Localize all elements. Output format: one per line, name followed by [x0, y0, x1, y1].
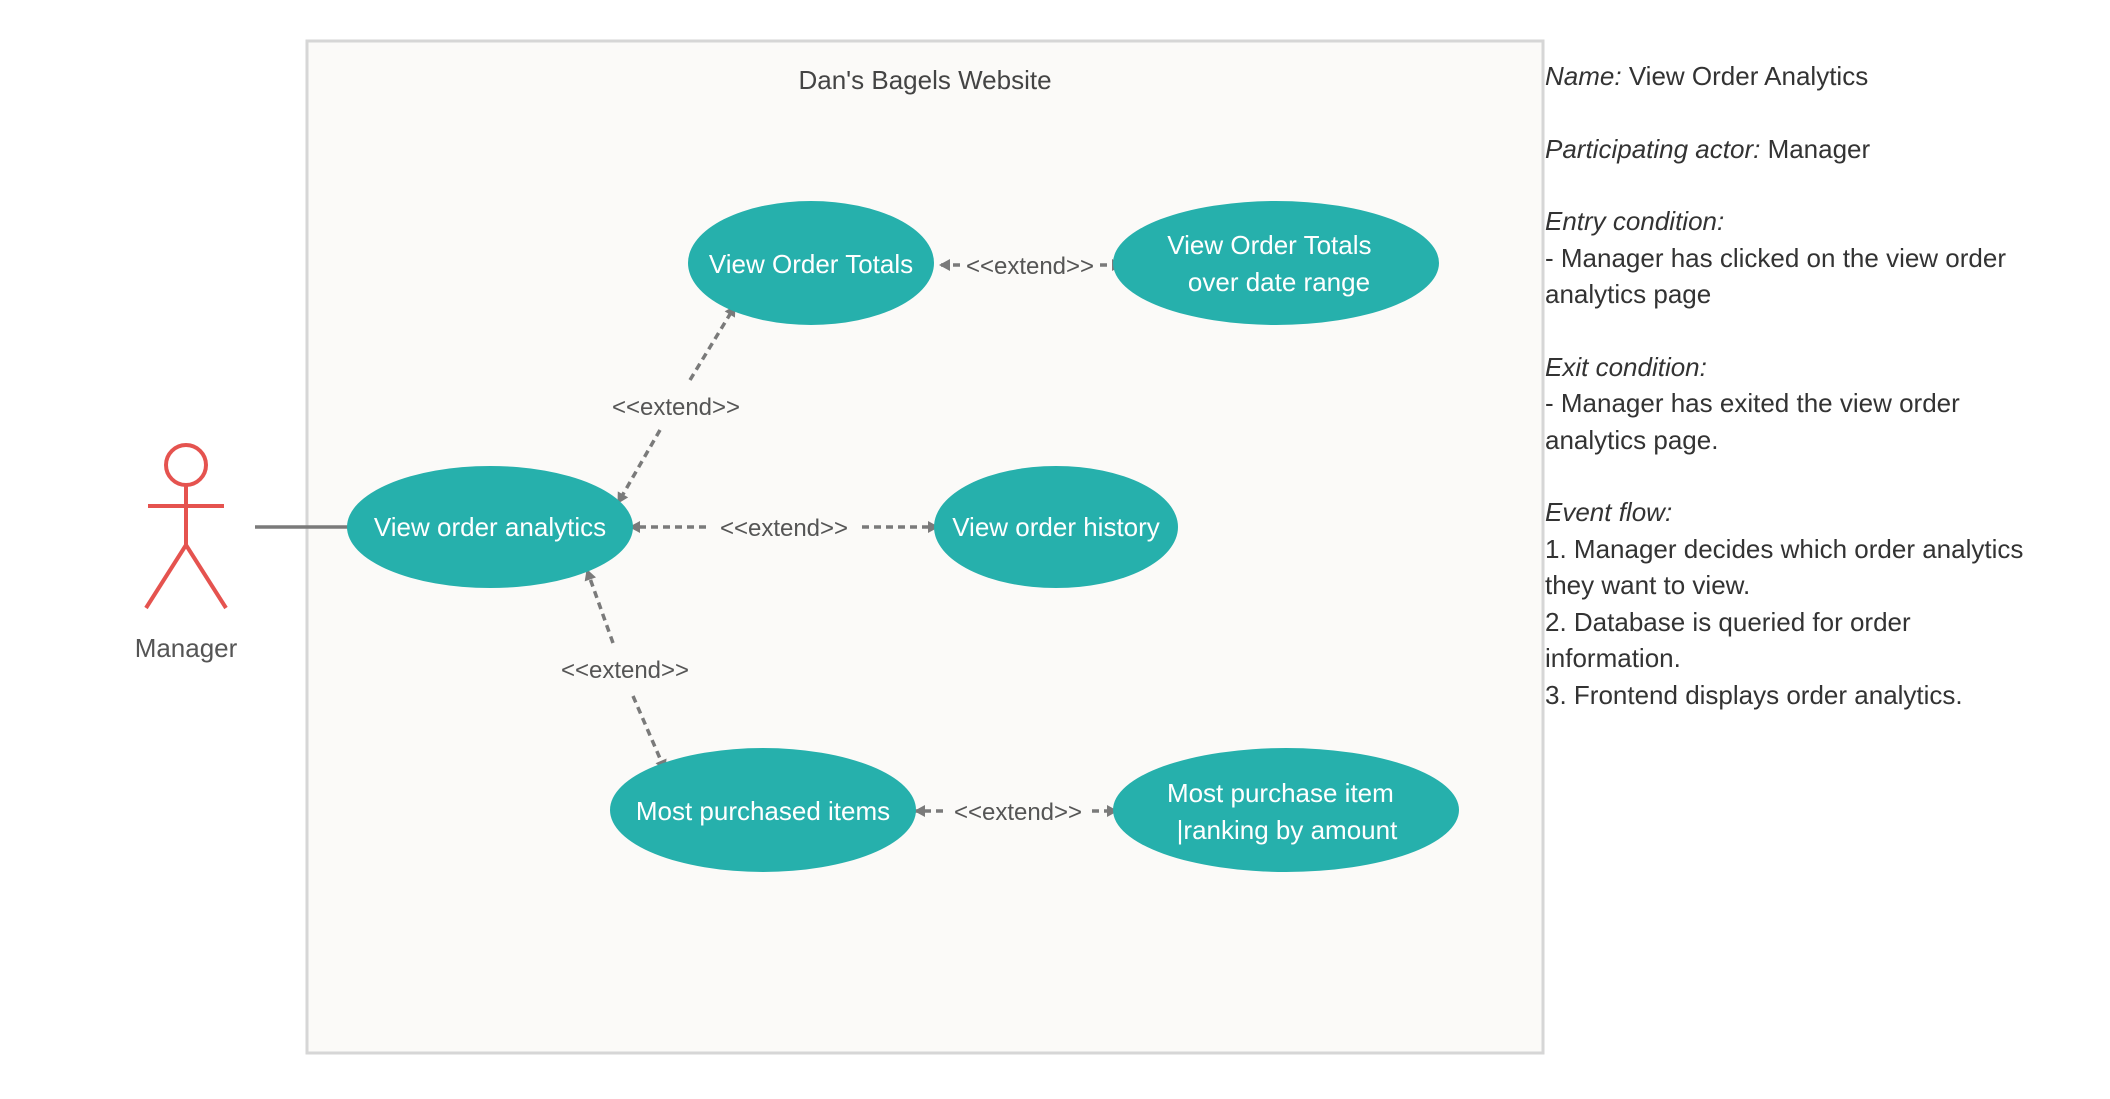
extend-label: <<extend>> — [954, 799, 1082, 826]
spec-entry-line: analytics page — [1545, 279, 1712, 309]
extend-analytics-history: <<extend>> — [629, 515, 939, 542]
spec-flow-line: information. — [1545, 643, 1681, 673]
spec-name-value: View Order Analytics — [1628, 61, 1869, 91]
extend-purchased-ranking: <<extend>> — [914, 799, 1118, 826]
spec-flow-line: 1. Manager decides which order analytics — [1545, 533, 2024, 564]
use-case-label: View Order Totals over date range — [1167, 230, 1378, 297]
use-case-label: Most purchase item |ranking by amount — [1167, 778, 1401, 845]
spec-exit-label: Exit condition: — [1545, 351, 1707, 382]
spec-exit: Exit condition: - Manager has exited the… — [1545, 349, 2055, 459]
spec-exit-line: - Manager has exited the view order — [1545, 388, 1960, 418]
actor-icon — [144, 443, 228, 610]
spec-entry-line: - Manager has clicked on the view order — [1545, 242, 2007, 273]
spec-flow-line: they want to view. — [1545, 570, 1751, 600]
spec-flow: Event flow: 1. Manager decides which ord… — [1545, 494, 2055, 713]
use-case-most-purchase-item-ranking[interactable]: Most purchase item |ranking by amount — [1113, 748, 1459, 872]
spec-actor: Participating actor: Manager — [1545, 131, 2055, 168]
spec-actor-label: Participating actor: — [1545, 133, 1761, 164]
use-case-view-order-analytics[interactable]: View order analytics — [347, 466, 633, 588]
extend-analytics-purchased: <<extend>> — [561, 569, 689, 771]
spec-exit-line: analytics page. — [1545, 424, 1719, 455]
spec-name-label: Name: — [1545, 61, 1622, 91]
extend-totals-range: <<extend>> — [939, 253, 1123, 280]
extend-label: <<extend>> — [612, 394, 740, 421]
spec-flow-label: Event flow: — [1545, 497, 1673, 527]
spec-entry-label: Entry condition: — [1545, 206, 1725, 236]
extend-label: <<extend>> — [561, 657, 689, 684]
spec-name: Name: View Order Analytics — [1545, 58, 2055, 95]
use-case-label: Most purchased items — [636, 796, 890, 826]
spec-actor-value: Manager — [1767, 133, 1871, 164]
use-case-specification: Name: View Order Analytics Participating… — [1545, 58, 2055, 749]
extend-label: <<extend>> — [720, 515, 848, 542]
extend-label: <<extend>> — [966, 253, 1094, 280]
use-case-label: View order analytics — [374, 512, 606, 542]
use-case-label: View Order Totals — [709, 249, 913, 279]
actor-manager[interactable]: Manager — [135, 443, 238, 663]
spec-entry: Entry condition: - Manager has clicked o… — [1545, 203, 2055, 313]
spec-flow-line: 2. Database is queried for order — [1545, 606, 1911, 637]
use-case-view-order-totals[interactable]: View Order Totals — [688, 201, 934, 325]
extend-analytics-totals: <<extend>> — [612, 305, 740, 504]
use-case-most-purchased-items[interactable]: Most purchased items — [610, 748, 916, 872]
use-case-view-order-totals-range[interactable]: View Order Totals over date range — [1113, 201, 1439, 325]
use-case-view-order-history[interactable]: View order history — [934, 466, 1178, 588]
use-case-label: View order history — [952, 512, 1160, 542]
spec-flow-line: 3. Frontend displays order analytics. — [1545, 679, 1963, 710]
actor-label: Manager — [135, 633, 238, 663]
system-title: Dan's Bagels Website — [798, 65, 1051, 95]
